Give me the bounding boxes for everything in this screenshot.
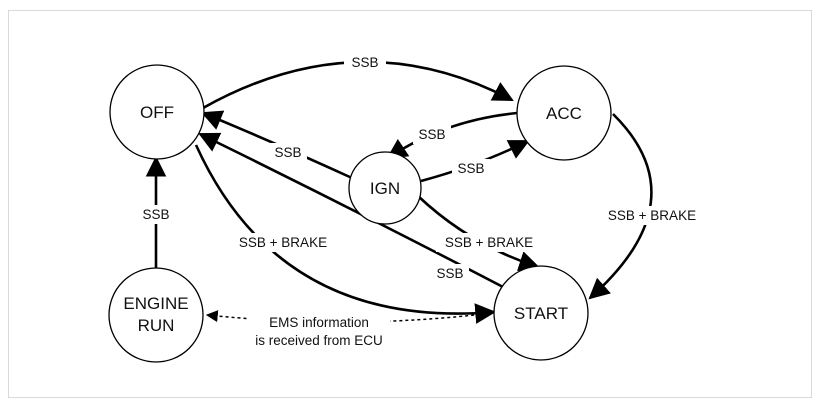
edge-label-acc-to-start: SSB + BRAKE [608,208,696,223]
edge-start-to-engine-run [205,310,493,323]
edge-label-start-to-engine-run-line2: is received from ECU [255,333,383,348]
edge-label-engine-run-to-off: SSB [142,207,169,222]
edge-label-start-to-off: SSB [436,266,463,281]
edge-ign-to-start [417,195,540,272]
node-label-engine-run-line2: RUN [138,316,175,335]
edge-label-off-to-start: SSB + BRAKE [239,235,327,250]
node-label-acc: ACC [546,104,582,123]
node-label-start: START [514,304,568,323]
edge-label-ign-to-off: SSB [274,145,301,160]
node-acc [516,65,612,161]
edge-acc-to-start [588,113,653,300]
node-engine-run [108,267,204,363]
edge-label-start-to-engine-run-line1: EMS information [269,315,369,330]
node-off [109,64,205,160]
edge-label-ign-to-start: SSB + BRAKE [445,235,533,250]
edge-label-ign-to-acc: SSB [457,161,484,176]
node-label-off: OFF [140,103,174,122]
node-ign [348,151,422,225]
node-label-engine-run-line1: ENGINE [123,294,188,313]
node-label-ign: IGN [370,179,400,198]
node-start [493,265,589,361]
edge-acc-to-ign [386,111,518,160]
edge-off-to-start [194,144,497,324]
edge-label-off-to-acc: SSB [351,55,378,70]
edge-label-acc-to-ign: SSB [418,127,445,142]
